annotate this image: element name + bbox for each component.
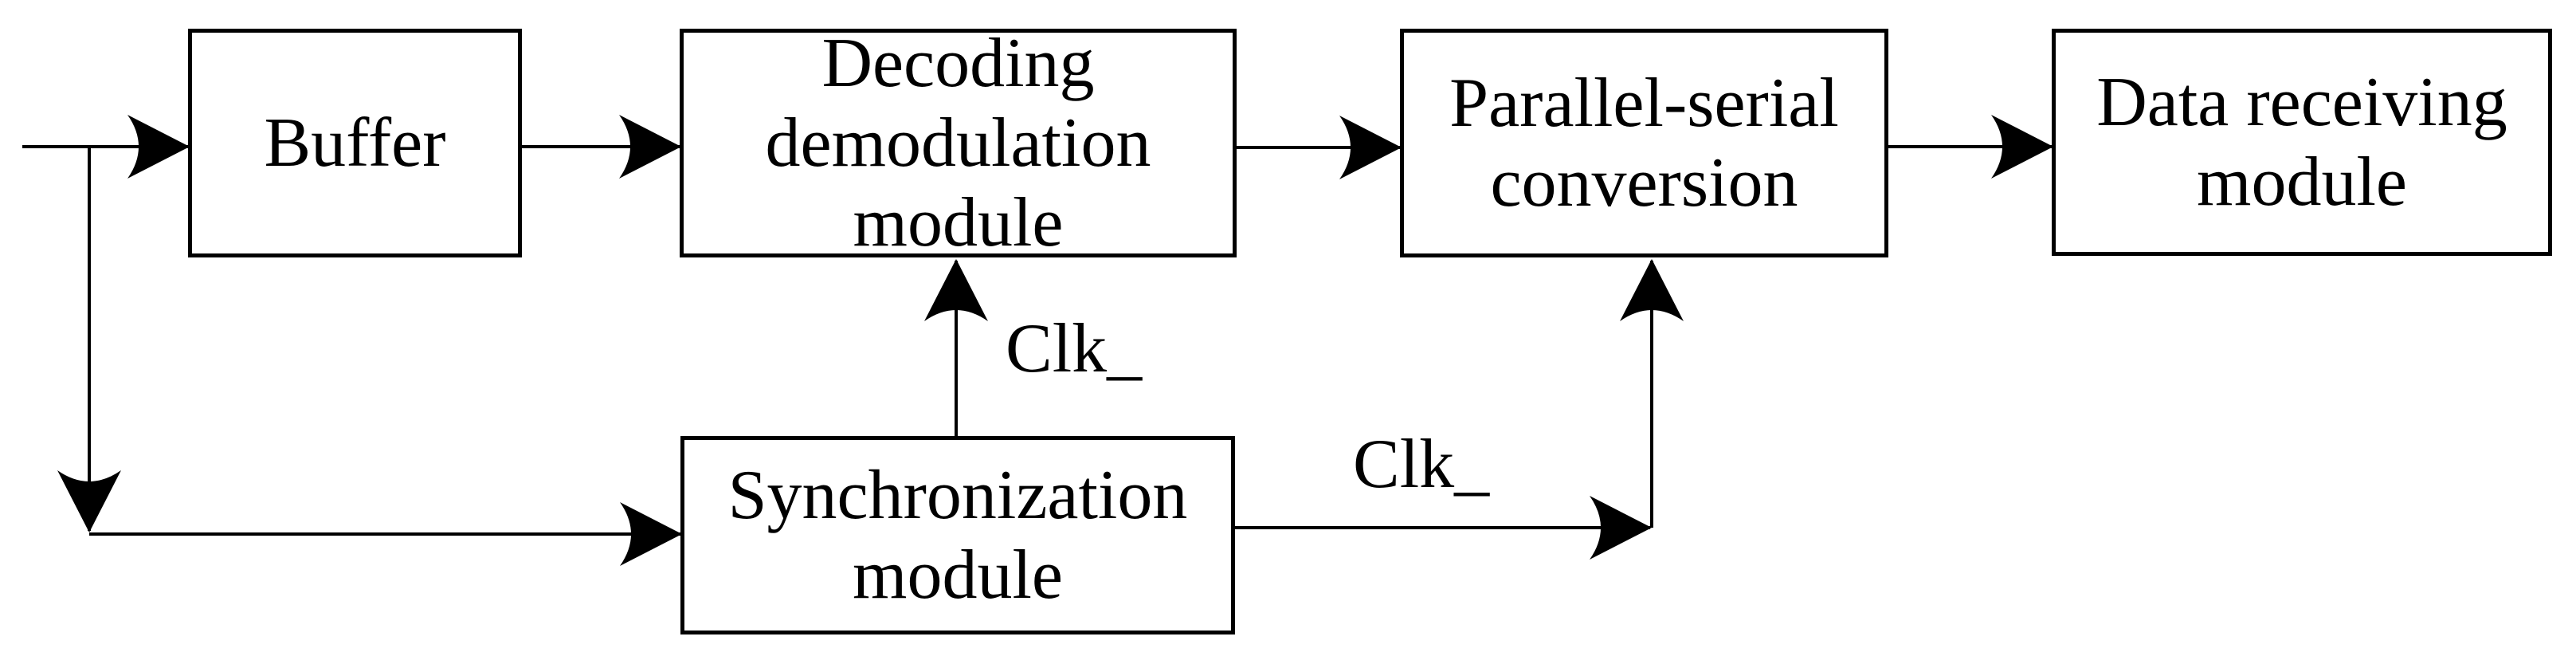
buffer-box: Buffer [188,29,522,257]
synchronization-module-box: Synchronization module [680,436,1235,634]
data-receiving-box-label-line: module [2197,143,2407,221]
clk-signal-label-to-parallel: Clk_ [1353,426,1490,503]
data-receiving-box-label-line: Data receiving [2096,63,2507,141]
parallel-serial-box-label-line: Parallel-serial [1449,64,1839,142]
parallel-serial-conversion-box: Parallel-serial conversion [1400,29,1888,257]
decoding-demodulation-box-label-line: module [853,183,1064,261]
parallel-serial-box-label-line: conversion [1490,143,1798,222]
clk-signal-label-to-decoding: Clk_ [1006,310,1143,387]
data-receiving-module-box: Data receiving module [2052,29,2552,256]
decoding-demodulation-box: Decoding demodulation module [680,25,1237,261]
buffer-box-label: Buffer [264,104,446,182]
synchronization-box-label-line: Synchronization [727,456,1188,534]
synchronization-box-label-line: module [853,536,1063,614]
decoding-demodulation-box-label-line: demodulation [765,104,1151,182]
decoding-demodulation-box-label-line: Decoding [821,24,1095,102]
